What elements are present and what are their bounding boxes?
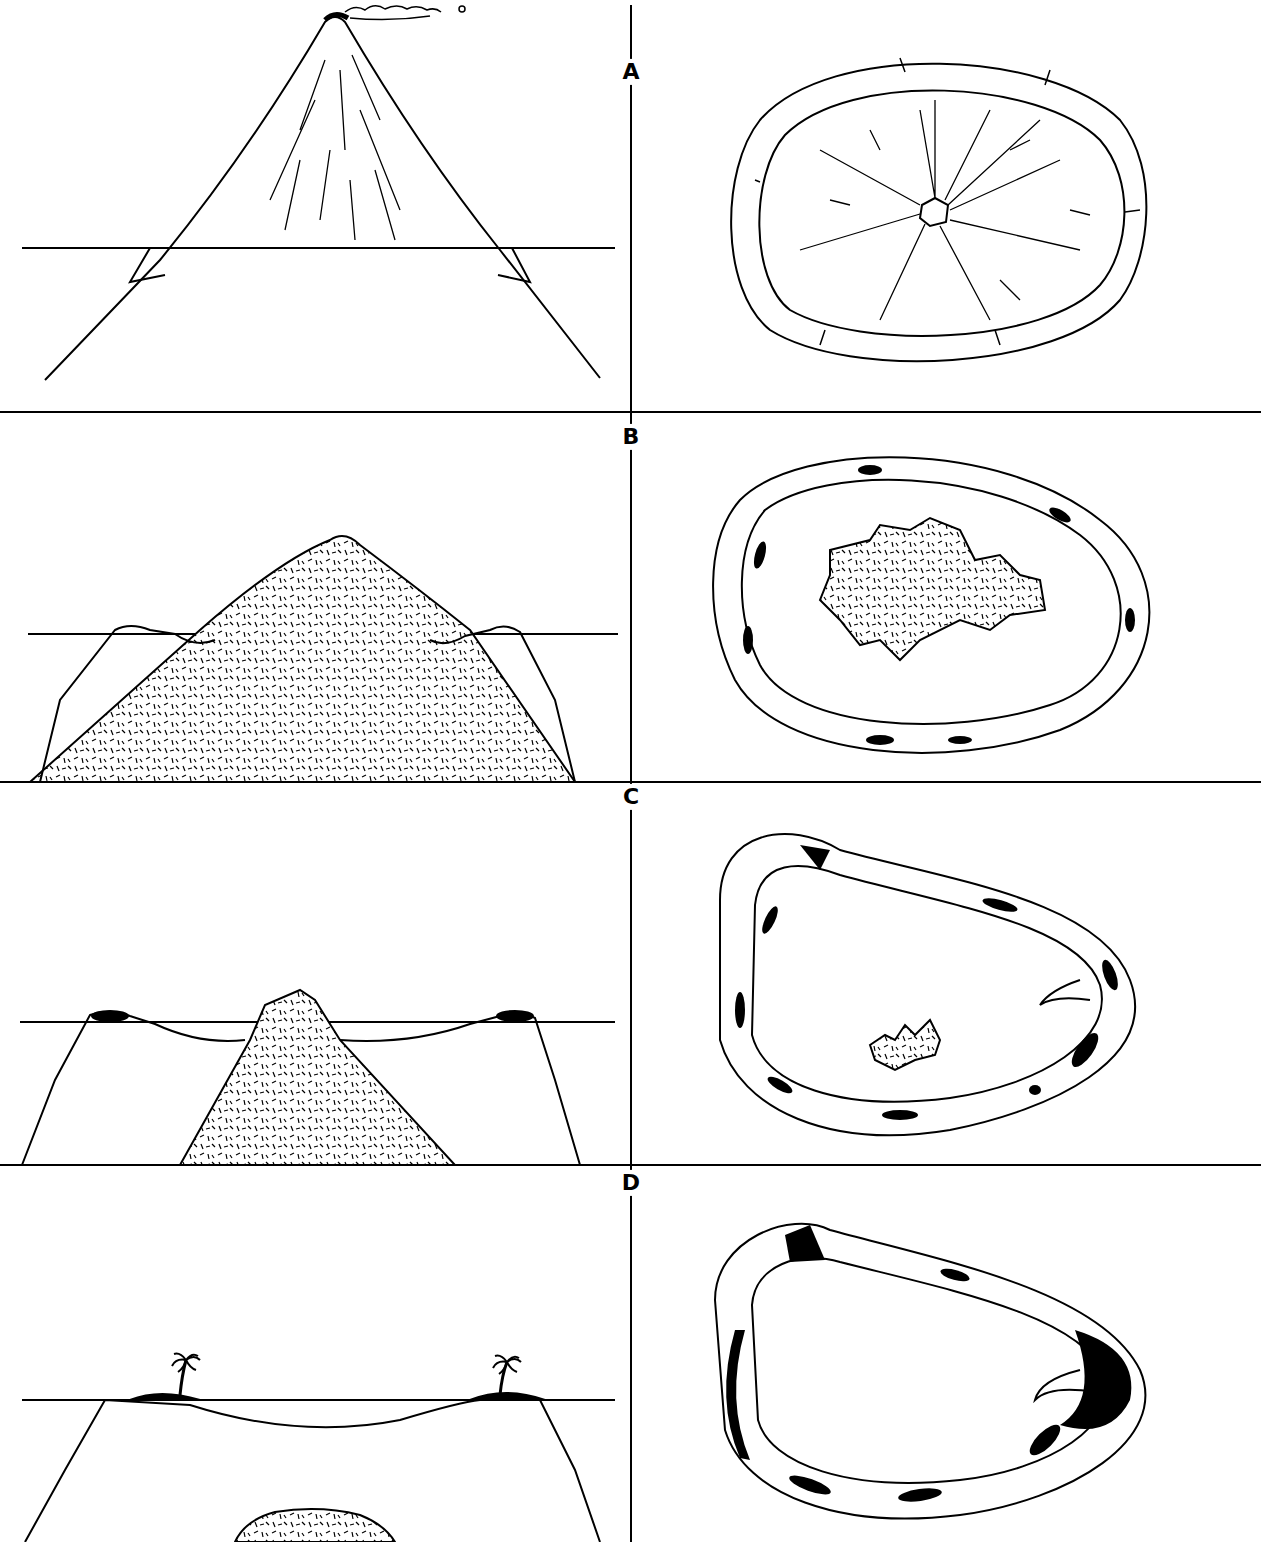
panel-letter: A xyxy=(619,59,642,85)
panel-letter: C xyxy=(620,784,642,810)
panel-letter: D xyxy=(619,1170,643,1196)
panel-letter: B xyxy=(620,424,643,450)
